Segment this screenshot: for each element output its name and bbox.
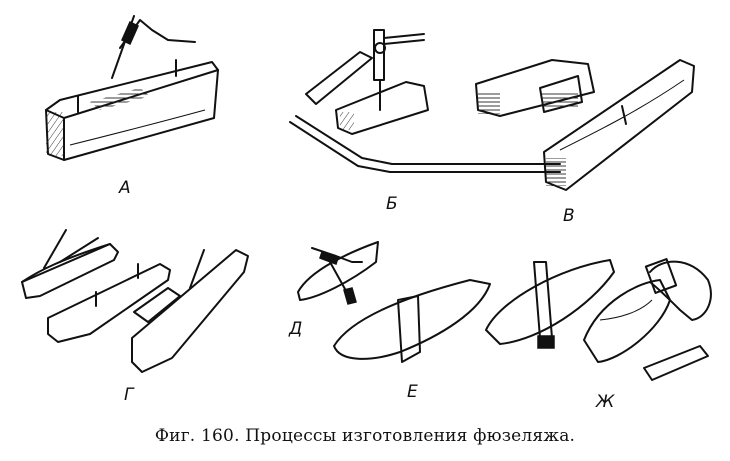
panel-label-a: А bbox=[119, 178, 131, 198]
panel-label-g: Г bbox=[124, 385, 134, 405]
panel-label-d: Д bbox=[289, 319, 303, 339]
panel-v-drawing bbox=[475, 59, 695, 191]
panel-label-e: Е bbox=[407, 382, 418, 402]
panel-b-drawing bbox=[289, 29, 561, 173]
panel-zh-drawing bbox=[485, 258, 712, 381]
panel-label-zh: Ж bbox=[596, 392, 615, 412]
panel-label-v: В bbox=[563, 206, 575, 226]
panel-g-drawing bbox=[21, 229, 249, 373]
panel-e-drawing bbox=[333, 279, 491, 363]
panel-a-drawing bbox=[45, 15, 219, 161]
panel-label-b: Б bbox=[386, 194, 398, 214]
panel-d-drawing bbox=[297, 241, 379, 305]
figure-caption: Фиг. 160. Процессы изготовления фюзеляжа… bbox=[154, 426, 576, 446]
